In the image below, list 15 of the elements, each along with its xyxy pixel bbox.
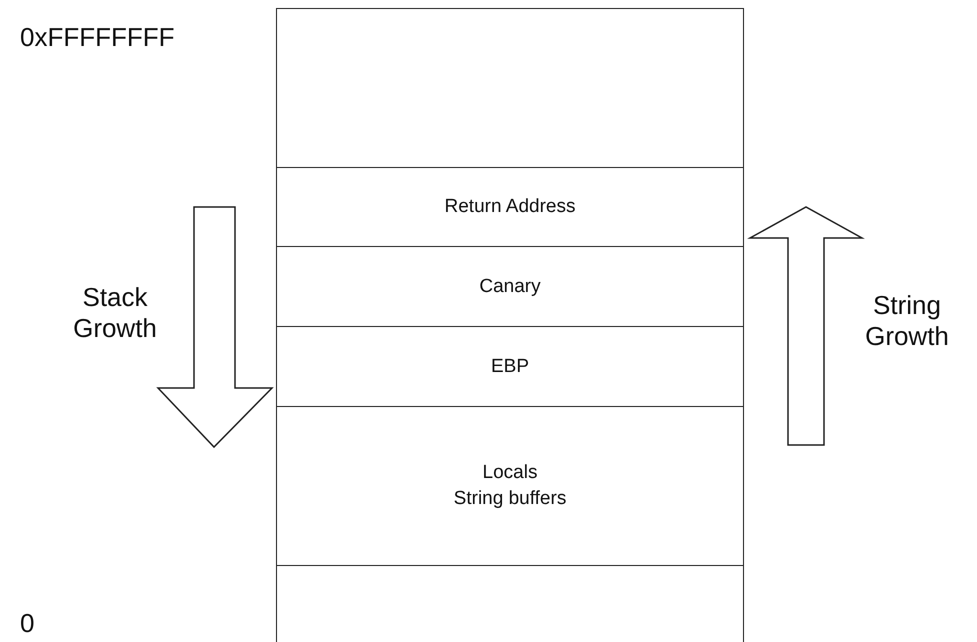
stack-frame-segment	[276, 326, 744, 407]
segment-label: EBP	[490, 354, 530, 378]
address-label: 0xFFFFFFFF	[20, 22, 176, 53]
segment-label: String buffers	[454, 487, 566, 511]
segment-label: Locals	[482, 461, 538, 485]
memory-segment	[276, 565, 744, 642]
address-label: 0	[20, 608, 36, 639]
segment-label: Return Address	[444, 195, 576, 219]
direction-label: String Growth	[864, 290, 950, 352]
stack-frame-segment	[276, 406, 744, 566]
stack-frame-segment	[276, 246, 744, 327]
segment-label: Canary	[479, 274, 541, 298]
direction-label: Stack Growth	[72, 282, 158, 344]
stack-frame-segment	[276, 167, 744, 247]
memory-segment	[276, 8, 744, 168]
